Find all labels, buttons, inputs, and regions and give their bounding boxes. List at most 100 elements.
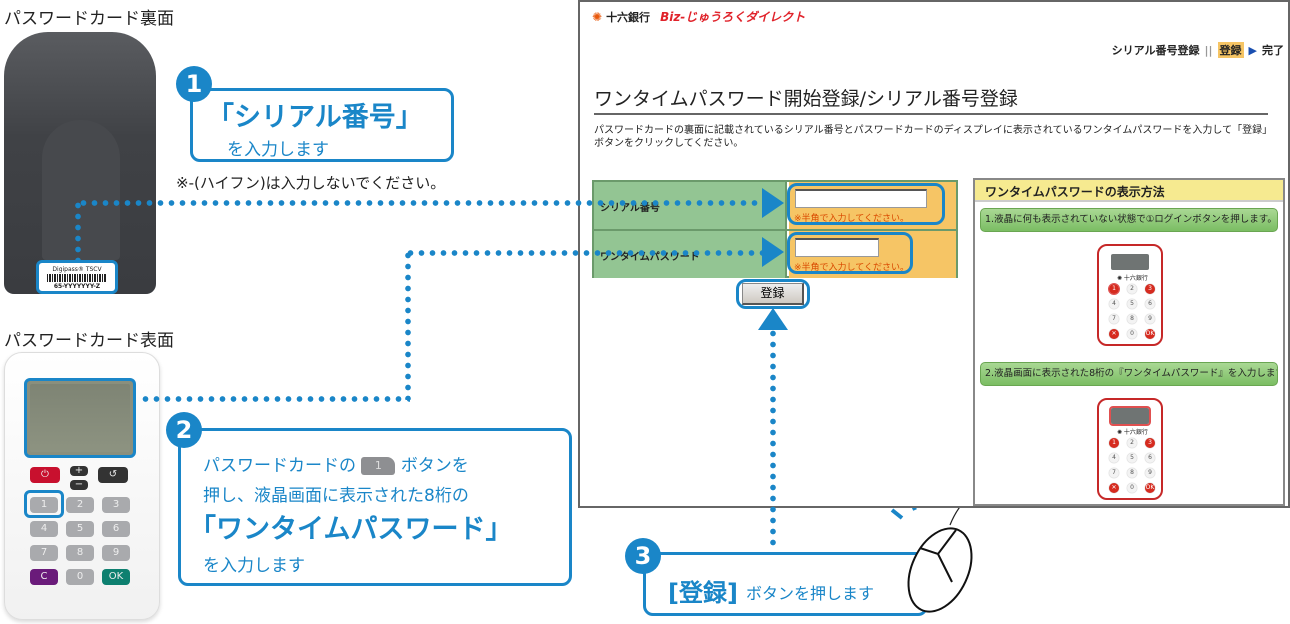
help-title: ワンタイムパスワードの表示方法 [975,180,1283,202]
mini-key-8: 9 [1145,314,1155,324]
key-1-glyph: 1 [361,457,396,475]
callout-3-sub: ボタンを押します [746,584,875,603]
mini-key-7: 8 [1127,314,1137,324]
connector-otp-high [405,250,763,256]
callout-1-sub: を入力します [227,140,329,160]
step-register-active: 登録 [1217,42,1244,58]
mini-key-5: 6 [1145,453,1155,463]
mini-key-10: 0 [1127,483,1137,493]
card-key-ok: OK [102,569,130,585]
step-1-badge: 1 [176,66,212,102]
callout-2-line1-post: ボタンを [400,456,469,476]
mini-key-9: ✕ [1109,329,1119,339]
barcode [47,274,107,282]
connector-otp-low [140,396,410,402]
card-key-9: 9 [102,545,130,561]
mini-key-4: 5 [1127,453,1137,463]
mini-key-11: OK [1145,483,1155,493]
mini-key-3: 4 [1109,299,1119,309]
mini-key-0: 1 [1108,283,1120,295]
callout-2-headline: 「ワンタイムパスワード」 [189,514,513,545]
card-recess [42,120,120,260]
card-key-0: 0 [66,569,94,585]
otp-help-panel: ワンタイムパスワードの表示方法 1.液晶に何も表示されていない状態で①ログインボ… [973,178,1285,506]
step-separator: || [1204,43,1213,57]
serial-label-highlight: Digipass® TSCV 65-YYYYYYY-Z [36,260,118,294]
label-serial: 65-YYYYYYY-Z [53,283,101,290]
instruction-text: パスワードカードの裏面に記載されているシリアル番号とパスワードカードのディスプレ… [594,125,1273,149]
mini-key-2: 3 [1145,438,1155,448]
service-name: Biz-じゅうろくダイレクト [660,10,806,24]
mini-key-5: 6 [1145,299,1155,309]
help-step-2: 2.液晶画面に表示された8桁の『ワンタイムパスワード』を入力します。 [980,362,1278,386]
card-key-minus: − [70,480,88,490]
callout-2-box: パスワードカードの 1 ボタンを 押し、液晶画面に表示された8桁の 「ワンタイム… [178,428,572,586]
mini-key-4: 5 [1127,299,1137,309]
step-indicator: シリアル番号登録 || 登録 ▶ 完了 [1112,42,1284,58]
callout-1-box: 「シリアル番号」 を入力します [190,88,454,162]
hyphen-note: ※-(ハイフン)は入力しないでください。 [176,174,446,192]
card-key-1: 1 [30,497,58,513]
callout-2-line2: 押し、液晶画面に表示された8桁の [203,486,469,506]
mini-key-6: 7 [1109,314,1119,324]
mini-key-9: ✕ [1109,483,1119,493]
registration-form: シリアル番号 ※半角で入力してください。 ワンタイムパスワード ※半角で入力して… [592,180,958,278]
mini-card-bank: ✺ 十六銀行 [1117,275,1148,282]
callout-3-box: [登録] ボタンを押します [643,552,928,616]
help-step-1: 1.液晶に何も表示されていない状態で①ログインボタンを押します。 [980,208,1278,232]
callout-3-headline: [登録] [668,579,738,607]
mini-key-1: 2 [1127,284,1137,294]
connector-serial-vertical [75,200,81,260]
callout-2-line1-pre: パスワードカードの [203,456,356,476]
card-key-c: C [30,569,58,585]
mini-key-2: 3 [1145,284,1155,294]
card-key-7: 7 [30,545,58,561]
serial-number-input[interactable] [795,189,927,208]
arrow-to-register-icon [758,308,788,330]
step-2-badge: 2 [166,412,202,448]
arrow-to-serial-icon [762,188,784,218]
bank-logo: ✺ 十六銀行 Biz-じゅうろくダイレクト [592,8,805,25]
mini-key-11: OK [1145,329,1155,339]
card-key-3: 3 [102,497,130,513]
card-key-plus: + [70,466,88,476]
card-key-6: 6 [102,521,130,537]
mini-key-6: 7 [1109,468,1119,478]
connector-otp-vertical [405,250,411,400]
page-title: ワンタイムパスワード開始登録/シリアル番号登録 [594,84,1268,115]
otp-note: ※半角で入力してください。 [794,263,910,273]
register-button[interactable]: 登録 [742,283,804,305]
mini-key-1: 2 [1127,438,1137,448]
callout-1-headline: 「シリアル番号」 [207,102,423,133]
one-time-password-input[interactable] [795,238,879,257]
otp-input-highlight [787,232,913,274]
key-1-highlight [24,490,64,518]
register-button-highlight [736,279,810,309]
mini-key-7: 8 [1127,468,1137,478]
step-arrow-icon: ▶ [1248,43,1257,57]
front-card-title: パスワードカード表面 [4,331,174,351]
back-card-title: パスワードカード裏面 [4,9,174,29]
connector-serial [78,200,764,206]
step-serial: シリアル番号登録 [1111,44,1200,57]
step-3-badge: 3 [625,538,661,574]
card-key-back: ↺ [98,467,128,483]
connector-register [770,328,776,550]
callout-2-sub: を入力します [203,556,305,576]
bank-logo-icon: ✺ [592,9,603,24]
callout-2-line1: パスワードカードの 1 ボタンを [203,451,469,476]
arrow-to-otp-icon [762,237,784,267]
mini-key-3: 4 [1109,453,1119,463]
mini-key-10: 0 [1127,329,1137,339]
card-key-4: 4 [30,521,58,537]
step-complete: 完了 [1262,44,1284,57]
card-key-8: 8 [66,545,94,561]
mini-key-8: 9 [1145,468,1155,478]
serial-input-highlight [787,183,945,225]
bank-name: 十六銀行 [606,10,651,24]
card-key-2: 2 [66,497,94,513]
lcd-screen-highlight [24,378,136,458]
